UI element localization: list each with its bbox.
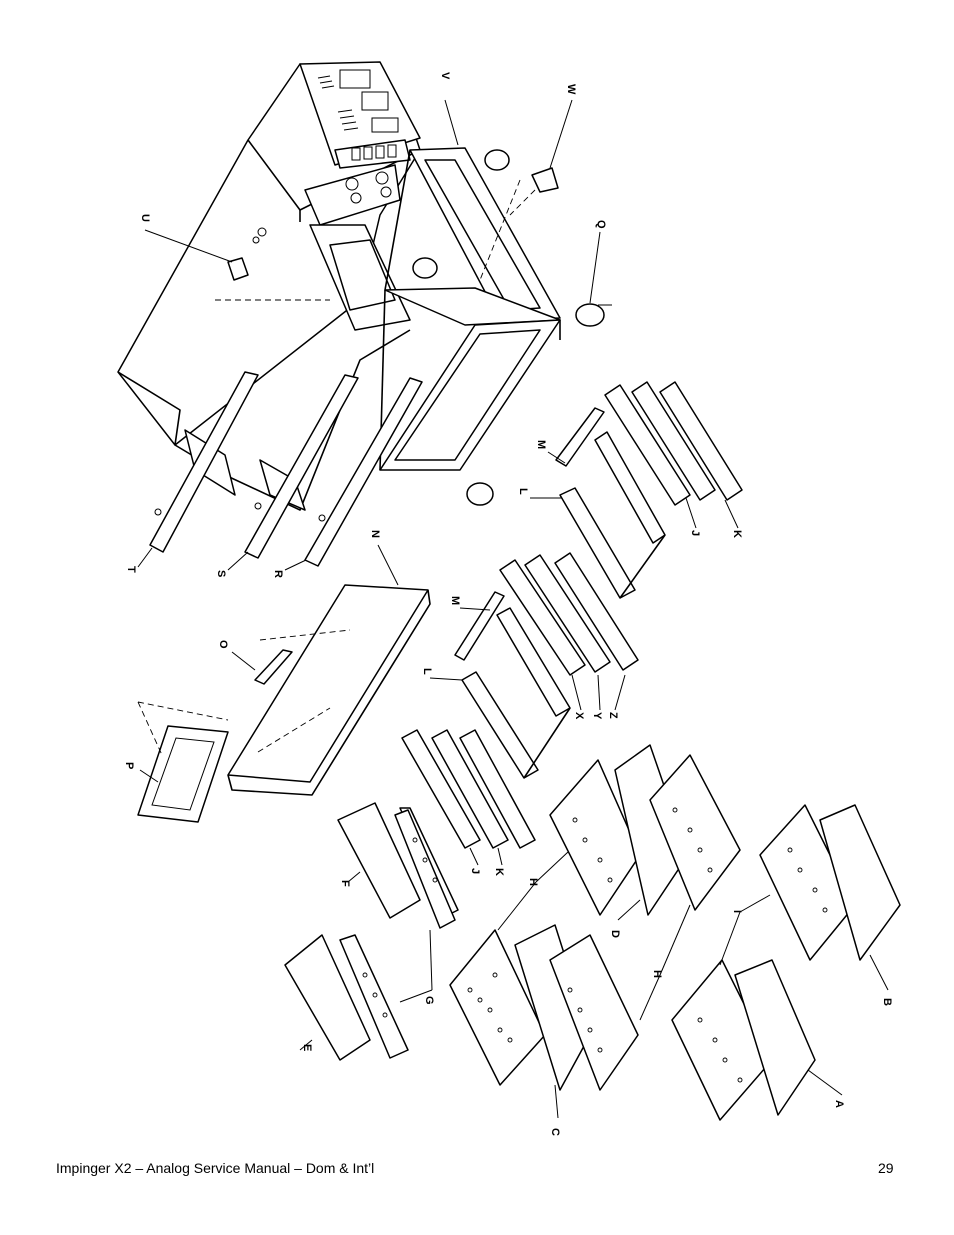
control-panel-vents — [317, 69, 399, 133]
callout-x: X — [573, 712, 585, 720]
callout-m-lower: M — [449, 596, 461, 605]
callout-s: S — [215, 570, 227, 577]
callout-z: Z — [607, 712, 619, 719]
panels-jk-lower — [401, 729, 536, 849]
oven-housing — [117, 61, 421, 511]
callout-j-lower: J — [469, 868, 481, 874]
conveyor-d — [549, 744, 741, 916]
bracket-w — [509, 167, 559, 216]
panels-jk-upper — [604, 381, 743, 506]
plate-g-upper — [394, 809, 456, 929]
callout-d: D — [609, 930, 621, 938]
plate-i-b — [759, 804, 901, 961]
callout-o: O — [217, 640, 229, 649]
callout-a: A — [833, 1100, 845, 1108]
callout-k-upper: K — [731, 530, 743, 538]
callout-n: N — [369, 530, 381, 538]
callout-u: U — [139, 214, 151, 222]
leader-lines — [137, 99, 889, 1119]
callout-k-lower: K — [493, 868, 505, 876]
callout-y: Y — [591, 712, 603, 720]
callout-v: V — [439, 72, 451, 80]
callout-j-upper: J — [689, 530, 701, 536]
callout-b: B — [881, 998, 893, 1006]
window-p — [137, 701, 229, 823]
crumb-tray-n — [227, 584, 431, 796]
callout-f: F — [339, 880, 351, 887]
page-number: 29 — [878, 1160, 894, 1176]
casters — [412, 149, 612, 506]
conveyor-c — [449, 924, 639, 1091]
exploded-parts-diagram: U V W Q T S R N O P M L M L J K X Y Z J … — [117, 61, 901, 1136]
callout-l-upper: L — [517, 488, 529, 495]
frame-lm-upper — [555, 407, 666, 599]
perforations — [362, 807, 828, 1083]
cover-e — [284, 934, 371, 1061]
callout-h-middle: H — [651, 970, 663, 978]
panels-xyz — [499, 552, 639, 676]
diagram-svg: U V W Q T S R N O P M L M L J K X Y Z J … — [117, 61, 901, 1136]
callout-w: W — [565, 84, 577, 95]
footer-title: Impinger X2 – Analog Service Manual – Do… — [56, 1160, 375, 1176]
callout-r: R — [272, 570, 284, 578]
oven-stand — [379, 147, 561, 471]
callout-h-top: H — [527, 878, 539, 886]
conveyor-rails — [149, 371, 423, 567]
callout-m-upper: M — [535, 440, 547, 449]
callout-l-lower: L — [421, 668, 433, 675]
callout-c: C — [549, 1128, 561, 1136]
plate-i-a — [671, 959, 816, 1121]
callout-i: I — [731, 910, 743, 913]
callout-p: P — [123, 762, 135, 769]
part-o — [254, 649, 293, 685]
frame-lm-lower — [454, 591, 571, 779]
display-digits — [351, 144, 397, 161]
callout-t: T — [125, 566, 137, 573]
callout-q: Q — [595, 220, 607, 229]
callout-g: G — [423, 996, 435, 1005]
callout-labels: U V W Q T S R N O P M L M L J K X Y Z J … — [123, 72, 893, 1136]
bracket-u — [227, 227, 267, 281]
callout-e: E — [301, 1044, 313, 1051]
